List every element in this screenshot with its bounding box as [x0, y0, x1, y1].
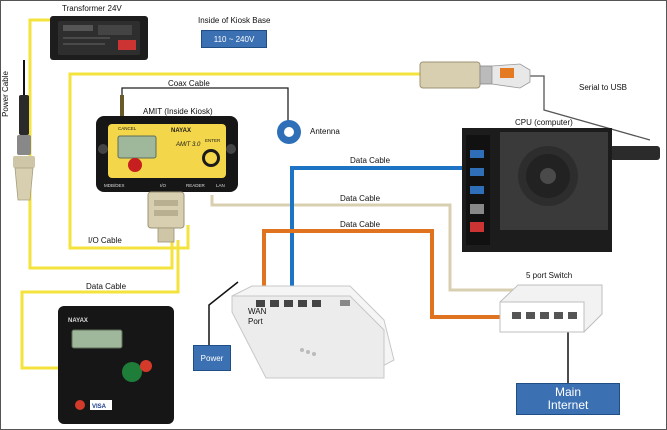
transformer-label: Transformer 24V: [62, 4, 122, 13]
router-device: [231, 285, 395, 379]
amit-port-label: MDB/DEX: [104, 183, 125, 188]
lan-cable-line: [210, 195, 545, 292]
card-reader-device: [58, 306, 174, 424]
cpu-label: CPU (computer): [515, 118, 573, 127]
coax-cable-line: [121, 87, 289, 122]
main-internet-box: Main Internet: [516, 383, 620, 415]
network-switch: [499, 284, 603, 333]
antenna-label: Antenna: [310, 127, 340, 136]
serial-cable-line: [68, 72, 425, 250]
orange-data-cable-line: [262, 229, 500, 319]
amit-enter-text: ENTER: [205, 138, 221, 143]
io-connector: [147, 191, 185, 243]
amit-port-label: READER: [186, 183, 206, 188]
router-power-line: [208, 281, 239, 345]
blue-data-cable-line: [290, 166, 462, 302]
reader-visa-text: VISA: [92, 404, 107, 410]
usb-cable-line: [530, 75, 651, 141]
amit-cancel-text: CANCEL: [118, 126, 137, 131]
serial-connector: [419, 61, 531, 89]
reader-data-cable-line: [20, 240, 180, 370]
amit-port-label: LAN: [216, 183, 225, 188]
amit-device: [96, 95, 238, 192]
data-cable-label-3: Data Cable: [340, 220, 381, 229]
amit-port-label: I/O: [160, 183, 167, 188]
wan-port-label: WAN Port: [248, 307, 267, 326]
amit-brand-text: NAYAX: [171, 128, 191, 134]
power-cable-label: Power Cable: [1, 71, 10, 117]
antenna-device: [277, 120, 301, 144]
voltage-box: 110 ~ 240V: [201, 30, 267, 48]
transformer-device: [50, 16, 148, 60]
switch-label: 5 port Switch: [526, 271, 573, 280]
kiosk-base-label: Inside of Kiosk Base: [198, 16, 271, 25]
reader-data-cable-label: Data Cable: [86, 282, 127, 291]
power-cable-connector: [13, 60, 35, 201]
power-box: Power: [193, 345, 231, 371]
io-cable-label: I/O Cable: [88, 236, 122, 245]
amit-label: AMIT (Inside Kiosk): [143, 107, 213, 116]
cpu-device: [462, 128, 612, 252]
power-cable-line: [28, 18, 174, 270]
coax-cable-label: Coax Cable: [168, 79, 210, 88]
data-cable-label-2: Data Cable: [340, 194, 381, 203]
reader-brand-text: NAYAX: [68, 318, 88, 324]
serial-usb-label: Serial to USB: [579, 83, 628, 92]
data-cable-label-1: Data Cable: [350, 156, 391, 165]
amit-model-text: AMIT 3.0: [175, 142, 201, 148]
